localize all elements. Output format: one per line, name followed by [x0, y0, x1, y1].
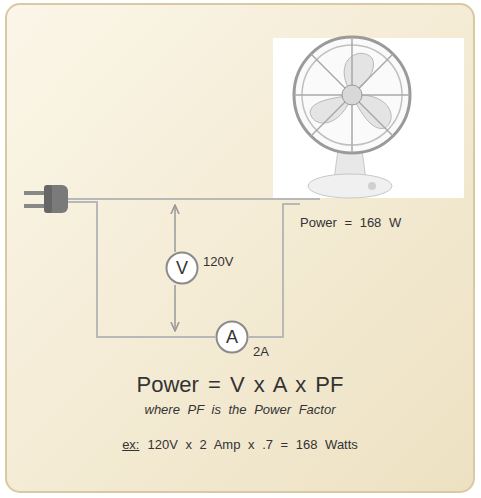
meter-circle: A	[215, 320, 249, 354]
example-line: ex: 120V x 2 Amp x .7 = 168 Watts	[122, 437, 358, 452]
meter-letter: V	[176, 259, 188, 277]
current-reading-line: 2A	[253, 344, 269, 359]
voltage-reading-line: 120V	[203, 254, 233, 269]
wire	[68, 199, 320, 337]
meter-circle: V	[165, 251, 199, 285]
plug	[24, 185, 68, 213]
voltage-reading: 120V	[203, 254, 233, 269]
formula: Power = V x A x PF	[137, 372, 344, 398]
meter-letter: A	[226, 328, 238, 346]
panel	[6, 4, 474, 492]
example-prefix: ex:	[122, 437, 139, 452]
example: 120V x 2 Amp x .7 = 168 Watts	[147, 437, 357, 452]
fan-illustration	[273, 37, 464, 198]
formula-note-line: where PF is the Power Factor	[145, 402, 336, 417]
formula-note: where PF is the Power Factor	[145, 402, 336, 417]
power-note-line: Power = 168 W	[300, 215, 401, 230]
formula-line: Power = V x A x PF	[137, 372, 344, 398]
current-reading: 2A	[253, 344, 269, 359]
power-note: Power = 168 W	[300, 215, 401, 230]
